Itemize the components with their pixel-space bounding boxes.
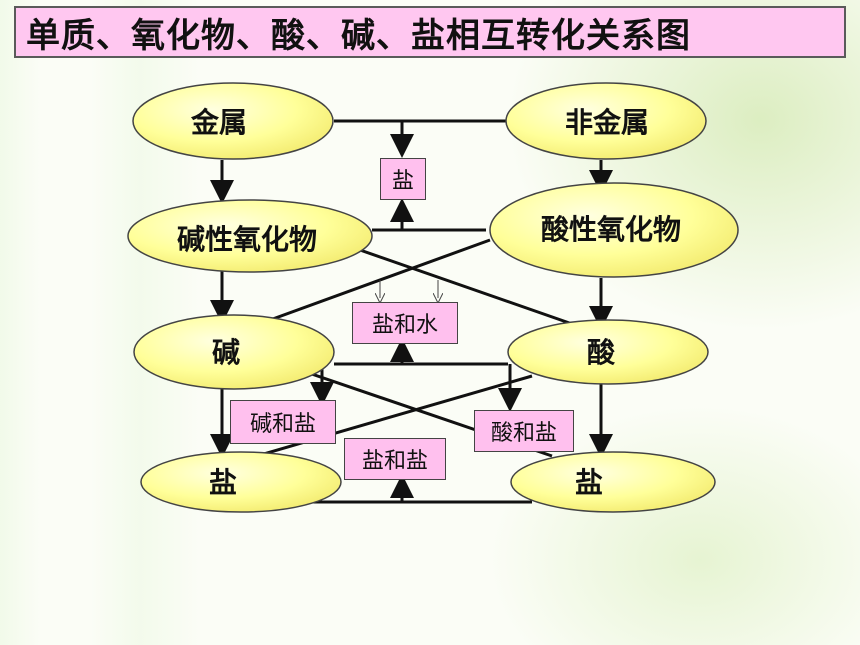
box-salt-salt: 盐和盐 [344, 438, 446, 480]
node-salt-right [510, 451, 716, 513]
node-base [133, 314, 335, 390]
node-metal [132, 82, 334, 160]
label-nonmetal: 非金属 [564, 106, 650, 139]
node-acidic-oxide [489, 182, 739, 278]
page-title: 单质、氧化物、酸、碱、盐相互转化关系图 [26, 15, 691, 56]
edge-acidic-oxide-to-base [247, 238, 491, 330]
label-acid: 酸 [586, 336, 616, 369]
node-acid [507, 319, 709, 385]
label-metal: 金属 [190, 106, 248, 139]
title-bar: 单质、氧化物、酸、碱、盐相互转化关系图 [14, 6, 846, 58]
edge-acid-to-left-salt [235, 374, 533, 464]
edge-basic-oxide-to-acid [359, 248, 579, 328]
box-salt-top: 盐 [380, 158, 426, 200]
label-basic-oxide: 碱性氧化物 [176, 223, 318, 256]
node-salt-left [140, 451, 342, 513]
box-acid-salt: 酸和盐 [474, 410, 574, 452]
label-base: 碱 [211, 336, 241, 369]
node-basic-oxide [127, 199, 373, 273]
box-base-salt: 碱和盐 [230, 400, 336, 444]
label-acidic-oxide: 酸性氧化物 [540, 213, 682, 246]
label-salt-left: 盐 [208, 466, 238, 499]
label-salt-right: 盐 [574, 466, 604, 499]
box-salt-water: 盐和水 [352, 302, 458, 344]
node-nonmetal [505, 82, 707, 160]
